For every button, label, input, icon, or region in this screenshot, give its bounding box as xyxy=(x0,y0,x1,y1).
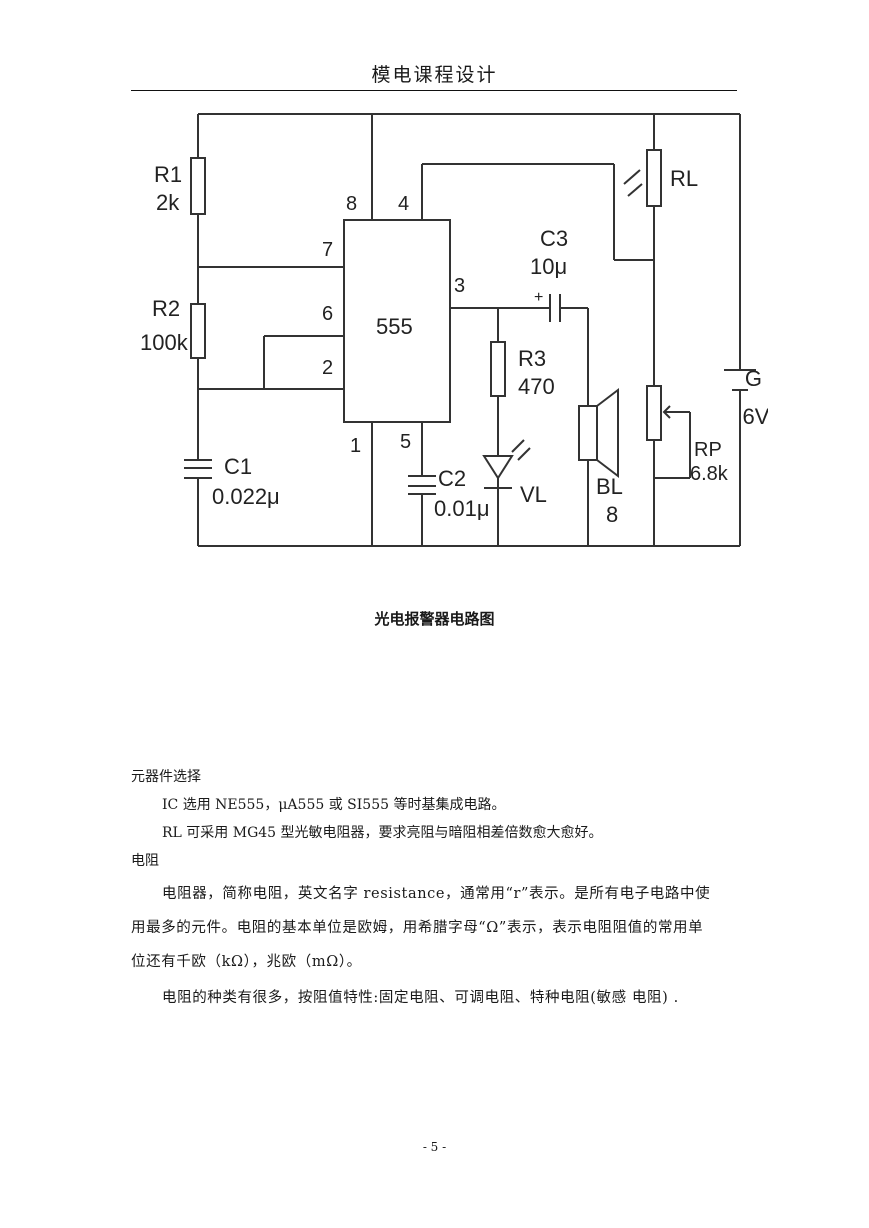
label-g: G xyxy=(745,366,762,391)
components-line-1: IC 选用 NE555，μA555 或 SI555 等时基集成电路。 xyxy=(162,797,506,813)
label-r2-value: 100k xyxy=(140,330,189,355)
label-r3-value: 470 xyxy=(518,374,555,399)
schematic-svg: R1 2k R2 100k C1 0.022μ 555 8 4 7 6 2 3 … xyxy=(140,113,768,547)
circuit-schematic: R1 2k R2 100k C1 0.022μ 555 8 4 7 6 2 3 … xyxy=(128,100,768,580)
label-g-value: 6V xyxy=(743,404,768,429)
label-pin-4: 4 xyxy=(398,193,409,215)
page-header-title: 模电课程设计 xyxy=(371,64,498,86)
label-c1-value: 0.022μ xyxy=(212,484,280,509)
header-rule xyxy=(131,90,737,91)
label-r1: R1 xyxy=(154,162,182,187)
label-rp-value: 6.8k xyxy=(690,463,729,485)
label-pin-2: 2 xyxy=(322,357,333,379)
components-line-2: RL 可采用 MG45 型光敏电阻器，要求亮阻与暗阻相差倍数愈大愈好。 xyxy=(162,825,603,841)
label-ic-555: 555 xyxy=(376,314,413,339)
section-title-components: 元器件选择 xyxy=(131,769,201,785)
label-rl: RL xyxy=(670,166,698,191)
resistor-para-1-line-3: 位还有千欧（kΩ），兆欧（mΩ）。 xyxy=(131,954,362,970)
label-pin-1: 1 xyxy=(350,435,361,457)
resistor-para-1-line-1: 电阻器，简称电阻，英文名字 resistance，通常用“r”表示。是所有电子电… xyxy=(162,886,711,902)
label-bl-value: 8 xyxy=(606,502,618,527)
section-title-resistor: 电阻 xyxy=(131,853,159,869)
figure-caption: 光电报警器电路图 xyxy=(374,610,495,628)
label-pin-7: 7 xyxy=(322,239,333,261)
label-pin-3: 3 xyxy=(454,275,465,297)
label-vl: VL xyxy=(520,482,547,507)
resistor-para-2: 电阻的种类有很多，按阻值特性:固定电阻、可调电阻、特种电阻(敏感 电阻) . xyxy=(162,990,679,1006)
label-rp: RP xyxy=(694,439,722,461)
label-c1: C1 xyxy=(224,454,252,479)
label-r2: R2 xyxy=(152,296,180,321)
label-pin-8: 8 xyxy=(346,193,357,215)
label-r3: R3 xyxy=(518,346,546,371)
label-c3-value: 10μ xyxy=(530,254,567,279)
label-r1-value: 2k xyxy=(156,190,180,215)
label-pin-6: 6 xyxy=(322,303,333,325)
label-c2: C2 xyxy=(438,466,466,491)
label-c3: C3 xyxy=(540,226,568,251)
label-c2-value: 0.01μ xyxy=(434,496,490,521)
label-c3-plus: + xyxy=(534,289,543,306)
label-bl: BL xyxy=(596,474,623,499)
page-number: - 5 - xyxy=(422,1140,447,1154)
resistor-para-1-line-2: 用最多的元件。电阻的基本单位是欧姆，用希腊字母“Ω”表示，表示电阻阻值的常用单 xyxy=(131,920,704,936)
label-pin-5: 5 xyxy=(400,431,411,453)
